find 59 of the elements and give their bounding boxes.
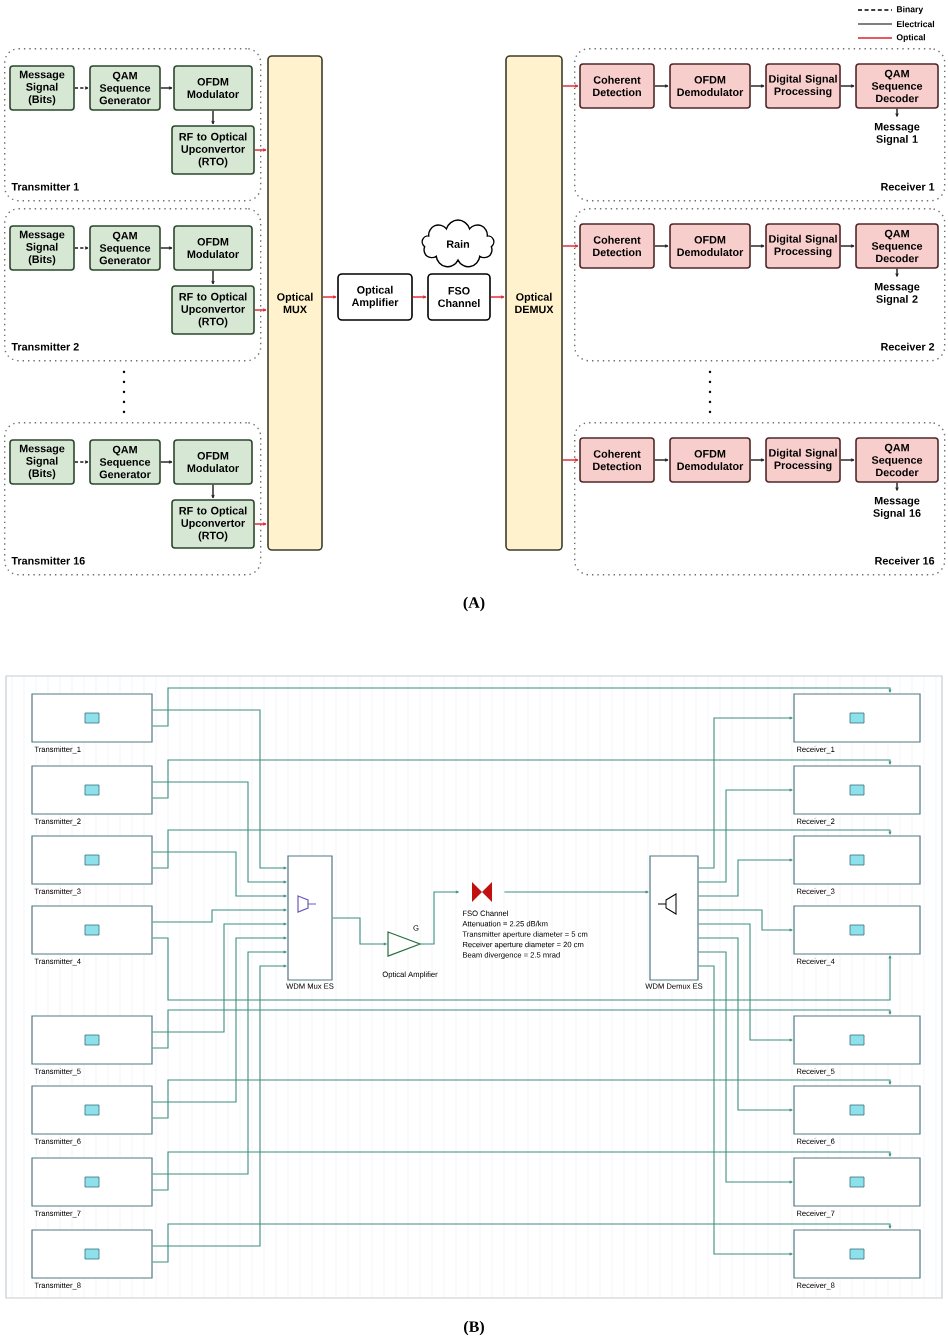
arrow bbox=[895, 482, 899, 491]
arrow bbox=[840, 84, 855, 88]
arrow bbox=[895, 108, 899, 117]
arrow bbox=[152, 908, 287, 923]
arrow bbox=[840, 458, 855, 462]
arrow bbox=[698, 716, 793, 869]
arrow bbox=[750, 84, 765, 88]
arrow bbox=[654, 84, 669, 88]
arrow bbox=[750, 458, 765, 462]
arrow bbox=[152, 709, 287, 870]
panel-label: (B) bbox=[464, 1320, 484, 1336]
arrow bbox=[74, 86, 89, 90]
arrow bbox=[211, 270, 215, 285]
arrow bbox=[419, 890, 459, 945]
arrow bbox=[698, 965, 793, 1256]
arrow bbox=[152, 1009, 892, 1049]
arrow bbox=[322, 295, 337, 299]
panel-label: (A) bbox=[463, 596, 485, 612]
arrow bbox=[152, 1223, 892, 1263]
arrow bbox=[160, 460, 173, 464]
arrow bbox=[895, 268, 899, 277]
arrow bbox=[254, 522, 267, 526]
arrow bbox=[654, 244, 669, 248]
arrow bbox=[211, 484, 215, 499]
arrow bbox=[654, 458, 669, 462]
arrow bbox=[152, 922, 287, 1033]
arrow bbox=[698, 858, 793, 897]
arrow bbox=[152, 1151, 892, 1191]
arrow bbox=[332, 917, 387, 946]
arrow bbox=[698, 923, 793, 1042]
arrow bbox=[211, 110, 215, 125]
arrow bbox=[152, 964, 287, 1247]
arrow bbox=[412, 295, 427, 299]
arrow bbox=[152, 937, 892, 1001]
arrow bbox=[152, 759, 892, 799]
arrow bbox=[562, 458, 579, 462]
arrow bbox=[152, 687, 892, 727]
arrow bbox=[490, 295, 505, 299]
arrow bbox=[750, 244, 765, 248]
arrow bbox=[698, 937, 793, 1112]
arrow bbox=[74, 460, 89, 464]
arrow bbox=[160, 86, 173, 90]
arrow bbox=[152, 936, 287, 1103]
arrow bbox=[152, 950, 287, 1175]
arrow bbox=[152, 851, 287, 898]
arrow bbox=[562, 84, 579, 88]
arrow bbox=[562, 244, 579, 248]
arrow bbox=[698, 951, 793, 1184]
arrow bbox=[152, 1079, 892, 1119]
arrow bbox=[698, 909, 793, 932]
arrow bbox=[254, 148, 267, 152]
arrow bbox=[503, 890, 649, 894]
arrow bbox=[152, 781, 287, 884]
arrow bbox=[840, 244, 855, 248]
arrow bbox=[254, 308, 267, 312]
arrow bbox=[152, 829, 892, 869]
arrow bbox=[160, 246, 173, 250]
arrow bbox=[74, 246, 89, 250]
arrow bbox=[698, 788, 793, 883]
